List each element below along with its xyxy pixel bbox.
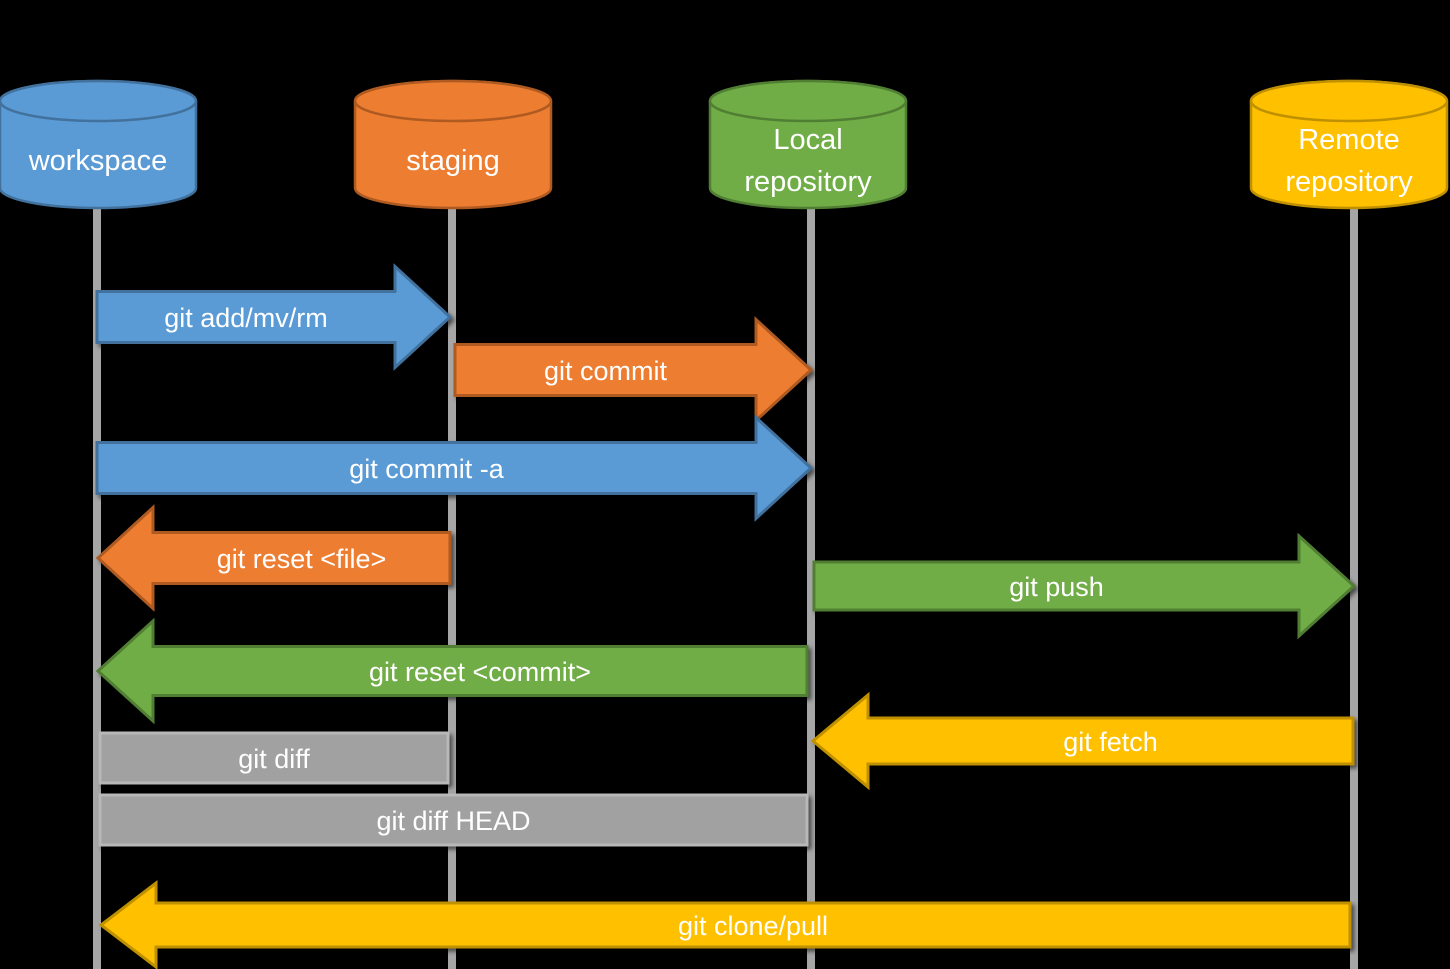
local-repository-label: repository [744, 166, 872, 198]
git-commit-a-arrow [95, 414, 814, 522]
git-diff-head-bar [98, 793, 809, 847]
git-commit-label: git commit [544, 356, 668, 386]
local-repository-cylinder-top [708, 79, 908, 123]
git-reset-commit-label: git reset <commit> [369, 657, 591, 687]
local-repository-lifeline [807, 207, 815, 969]
workspace-label: workspace [28, 145, 168, 177]
git-reset-file-arrow [95, 504, 452, 612]
git-add-mv-rm-label: git add/mv/rm [164, 303, 328, 333]
git-add-mv-rm-arrow [95, 263, 453, 371]
git-fetch-label: git fetch [1063, 727, 1158, 757]
staging-lifeline [448, 207, 456, 969]
remote-repository-cylinder-top [1249, 79, 1449, 123]
local-repository-label: Local [773, 124, 842, 156]
git-commit-arrow [453, 316, 814, 424]
git-push-label: git push [1009, 572, 1104, 602]
git-commit-a-label: git commit -a [349, 454, 505, 484]
staging-cylinder-top [353, 79, 553, 123]
git-diff-label: git diff [238, 744, 310, 774]
git-clone-pull-arrow [98, 879, 1352, 969]
git-diff-head-label: git diff HEAD [376, 806, 530, 836]
workspace-lifeline [93, 207, 101, 969]
git-reset-file-label: git reset <file> [217, 544, 387, 574]
git-push-arrow [812, 532, 1357, 640]
git-diff-bar [98, 731, 450, 785]
git-reset-commit-arrow [95, 617, 809, 725]
staging-label: staging [406, 145, 500, 177]
remote-repository-label: repository [1285, 166, 1413, 198]
remote-repository-label: Remote [1298, 124, 1400, 156]
git-clone-pull-label: git clone/pull [678, 911, 828, 941]
git-fetch-arrow [810, 691, 1355, 791]
workspace-cylinder-top [0, 79, 198, 123]
